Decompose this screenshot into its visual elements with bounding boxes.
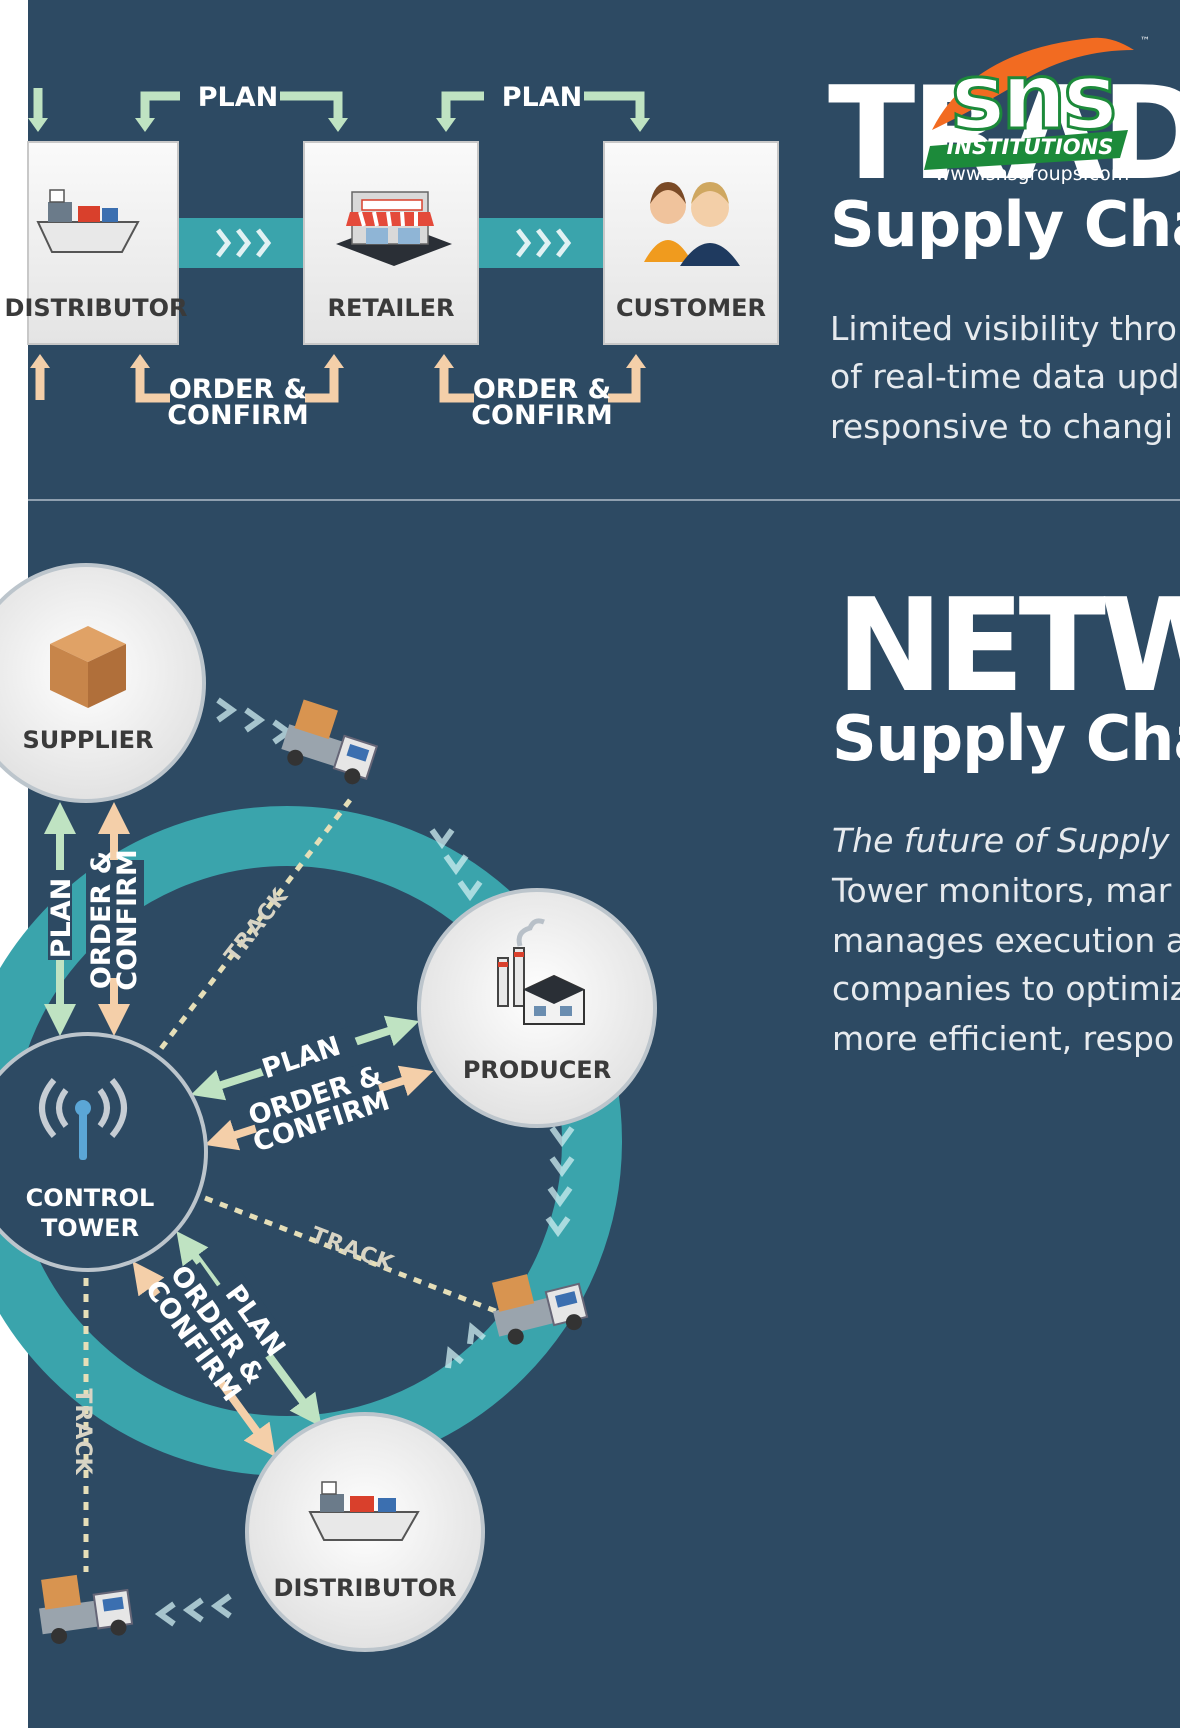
truck-icon: [491, 1274, 589, 1345]
order-label-2a: ORDER &: [473, 374, 611, 405]
network-desc-1: Tower monitors, mar: [831, 871, 1172, 910]
truck-icon: [281, 699, 379, 785]
order-label-1a: ORDER &: [169, 374, 307, 405]
node-control-tower: CONTROL TOWER: [0, 1032, 208, 1272]
net-order-label-1b: CONFIRM: [112, 849, 143, 991]
ship-icon: [308, 1481, 420, 1541]
truck-icon: [39, 1574, 134, 1644]
sns-logo: sns INSTITUTIONS www.snsgroups.com ™: [924, 36, 1150, 185]
svg-text:sns: sns: [950, 43, 1113, 150]
order-label-1b: CONFIRM: [167, 400, 309, 431]
logo-tm: ™: [1140, 36, 1150, 47]
plan-label-1: PLAN: [198, 82, 279, 113]
network-desc-4: more efficient, respo: [832, 1019, 1174, 1058]
node-supplier: SUPPLIER: [0, 563, 206, 803]
box-label-customer: CUSTOMER: [616, 294, 766, 322]
node-label-control-2: TOWER: [41, 1214, 139, 1242]
net-order-label-1a: ORDER &: [86, 851, 117, 989]
box-customer: CUSTOMER: [603, 141, 779, 345]
chevrons: [216, 228, 572, 258]
traditional-desc-1: Limited visibility thro: [830, 309, 1177, 348]
node-label-distributor: DISTRIBUTOR: [274, 1574, 457, 1602]
box-label-distributor: DISTRIBUTOR: [5, 294, 188, 322]
box-icon: [50, 626, 126, 708]
box-distributor: DISTRIBUTOR: [5, 141, 188, 345]
ship-icon: [36, 189, 140, 253]
order-label-2b: CONFIRM: [471, 400, 613, 431]
traditional-subtitle: Supply Cha: [830, 188, 1180, 261]
customers-icon: [644, 182, 740, 266]
box-label-retailer: RETAILER: [327, 294, 454, 322]
network-title: NETW: [836, 572, 1180, 721]
network-subtitle: Supply Cha: [832, 702, 1180, 775]
network-desc-2: manages execution a: [832, 921, 1180, 960]
factory-icon: [497, 918, 585, 1025]
network-desc-italic: The future of Supply: [832, 821, 1170, 860]
logo-url: www.snsgroups.com: [935, 163, 1129, 185]
plan-label-2: PLAN: [502, 82, 583, 113]
node-label-control-1: CONTROL: [26, 1184, 155, 1212]
net-plan-label-1: PLAN: [46, 878, 77, 959]
logo-subtitle: INSTITUTIONS: [947, 135, 1114, 159]
shop-icon: [336, 191, 452, 266]
node-label-producer: PRODUCER: [463, 1056, 611, 1084]
traditional-desc-2: of real-time data upd: [830, 357, 1179, 396]
node-label-supplier: SUPPLIER: [22, 726, 153, 754]
traditional-flow: PLAN PLAN ORDER & CONFIRM ORDER & CONFIR…: [5, 82, 779, 431]
box-retailer: RETAILER: [303, 141, 479, 345]
node-producer: PRODUCER: [417, 888, 657, 1128]
network-desc-3: companies to optimiz: [832, 969, 1180, 1008]
node-distributor: DISTRIBUTOR: [245, 1412, 485, 1652]
track-label-3: TRACK: [70, 1388, 95, 1475]
traditional-desc-3: responsive to changi: [830, 407, 1173, 446]
antenna-icon: [39, 1078, 127, 1160]
